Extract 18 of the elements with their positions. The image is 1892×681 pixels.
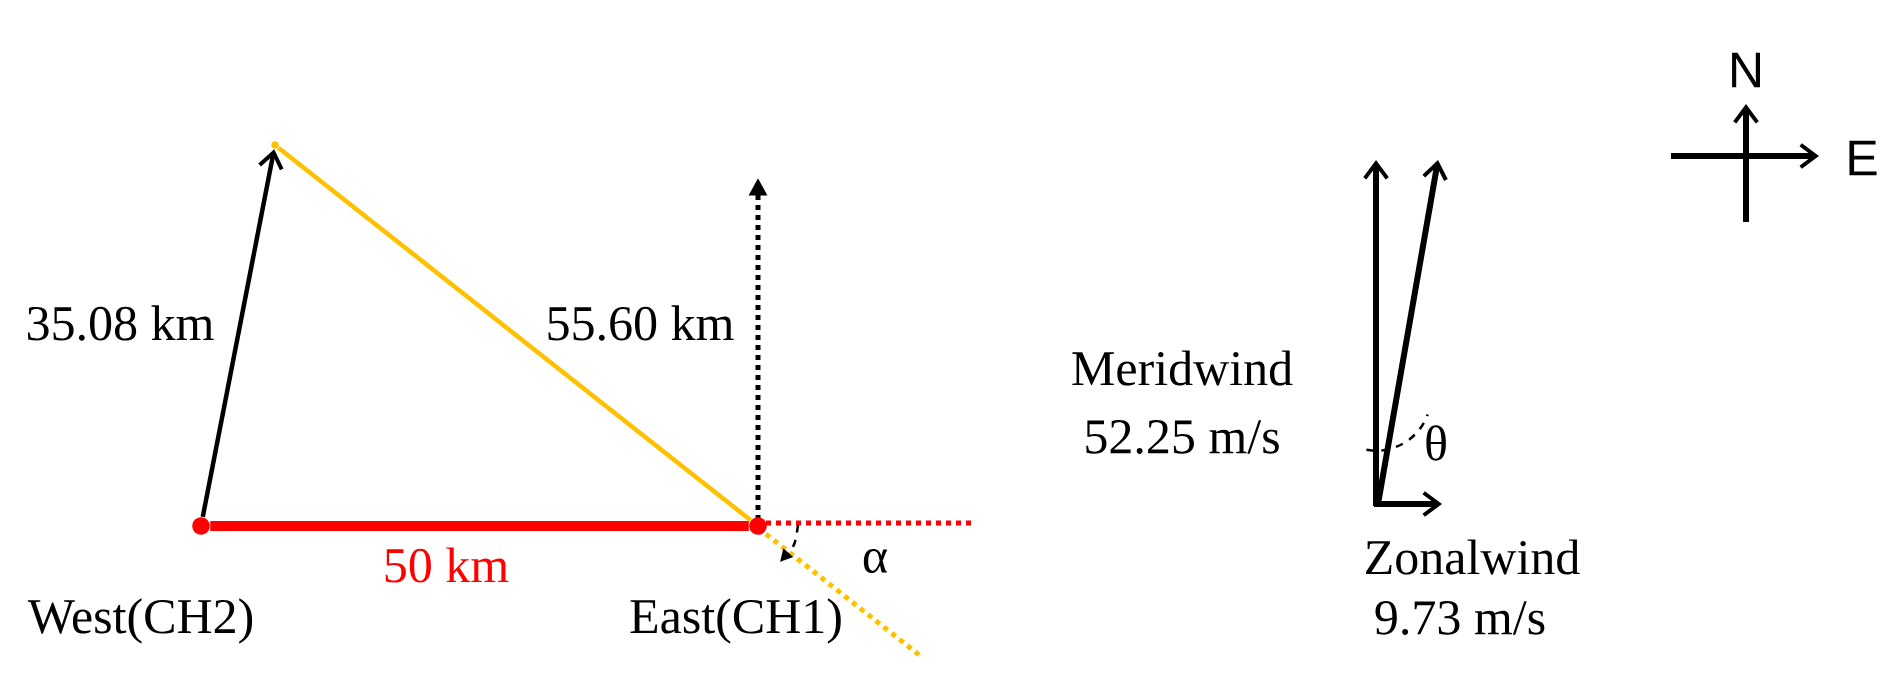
line [276,145,753,523]
arrow [200,149,284,518]
station-label: West(CH2) [27,598,253,644]
station-dot [192,517,210,535]
edge-label: 50 km [385,547,509,583]
station-label: East(CH1) [630,598,841,644]
text-label: α [863,549,887,574]
text-label: E [1849,140,1877,176]
edge-label: 55.60 km [548,305,734,341]
text-label: N [1732,52,1760,88]
station-dot [749,517,767,535]
line [210,521,749,531]
text-label: 52.25 m/s [1086,420,1279,454]
edge-label: 35.08 km [27,305,214,341]
text-label: 9.73 m/s [1375,601,1545,635]
text-label: Zonalwind [1366,539,1580,575]
text-label: Meridwind [1072,350,1293,386]
text-label: θ [1426,425,1446,461]
